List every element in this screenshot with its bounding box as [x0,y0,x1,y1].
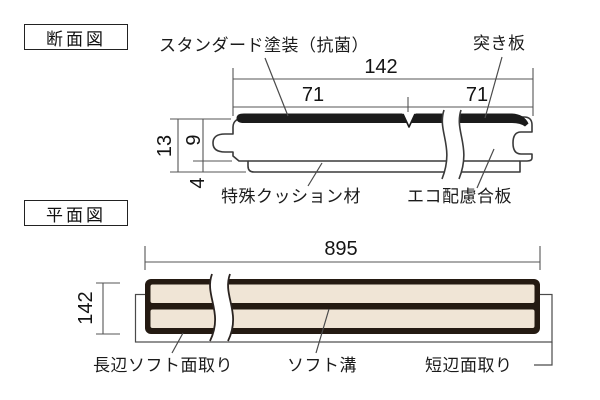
section-coating-notch [402,112,416,126]
section-view-title-box: 断面図 [24,24,128,50]
section-coating-notch-line [402,113,416,128]
dim-half-right: 71 [465,84,489,106]
section-coating-band-left [236,113,446,123]
long-edge-chamfer-label: 長辺ソフト面取り [93,356,233,375]
section-leader-lines [264,56,503,189]
plan-view-title: 平面図 [46,205,106,225]
plan-break-line-left [209,273,216,342]
plan-length-dimension [144,246,541,270]
section-view-title: 断面図 [46,29,106,49]
dim-half-left: 71 [301,84,325,106]
dim-board-length: 895 [324,238,358,260]
section-coating-band-right [456,113,529,127]
groove-label: ソフト溝 [287,356,357,375]
plan-view-title-box: 平面図 [24,200,128,226]
plan-short-edge-leader [534,342,553,366]
dim-board-width: 142 [75,291,97,325]
plan-break-line-right [227,273,234,342]
coating-label: スタンダード塗装（抗菌） [159,36,369,55]
cushion-label: 特殊クッション材 [221,187,361,206]
dim-thickness-body: 9 [183,134,205,146]
dim-thickness-cushion: 4 [187,177,209,189]
dim-thickness-total: 13 [154,134,176,158]
short-edge-chamfer-label: 短辺面取り [425,356,513,375]
section-width-dimensions [232,68,534,116]
plywood-label: エコ配慮合板 [407,187,512,206]
plan-width-dimension [96,282,120,335]
section-plank-shape [212,116,533,173]
veneer-label: 突き板 [473,34,526,53]
plan-groove-leader [315,308,330,354]
section-break-line-left [441,109,448,180]
dim-total-width: 142 [364,56,398,78]
section-thickness-dimensions [170,118,246,173]
plan-board-strip-upper [150,284,535,303]
section-break-gap [442,110,464,179]
section-break-line-right [458,109,465,180]
plan-board-strip-lower [150,309,535,328]
plan-long-edge-leader [171,332,184,354]
